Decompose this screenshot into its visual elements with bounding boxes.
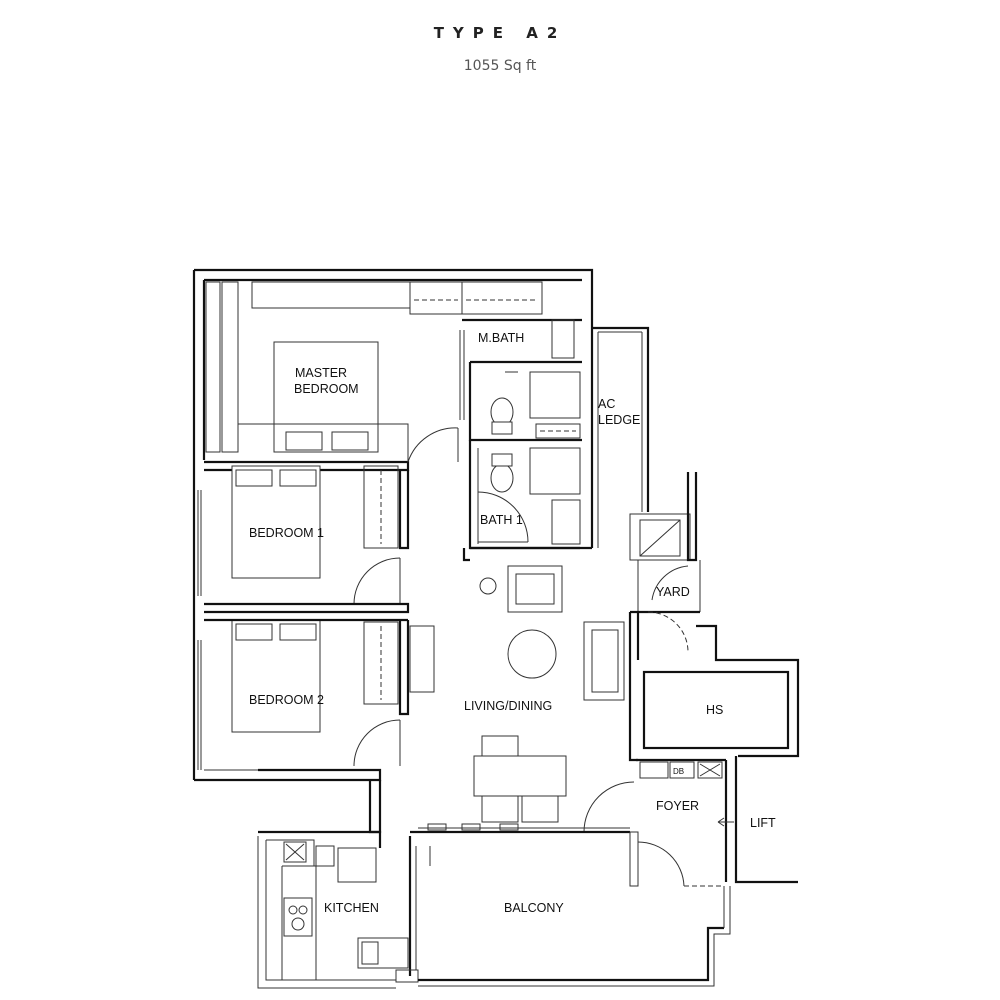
bedroom-1 xyxy=(204,465,410,614)
balcony xyxy=(410,823,731,987)
label-living-dining: LIVING/DINING xyxy=(464,699,552,713)
label-bath-1: BATH 1 xyxy=(480,513,523,527)
label-bedroom-2: BEDROOM 2 xyxy=(249,693,324,707)
label-yard: YARD xyxy=(656,585,690,599)
yard xyxy=(629,472,800,758)
label-master-bedroom-1: MASTER xyxy=(295,366,347,380)
kitchen xyxy=(257,830,419,989)
foyer xyxy=(636,756,798,887)
label-foyer: FOYER xyxy=(656,799,699,813)
master-bedroom xyxy=(204,281,543,472)
label-balcony: BALCONY xyxy=(504,901,564,915)
label-kitchen: KITCHEN xyxy=(324,901,379,915)
master-bathroom xyxy=(462,318,582,442)
label-m-bath: M.BATH xyxy=(478,331,524,345)
living-dining xyxy=(409,565,638,833)
plan-type-title: TYPE A2 xyxy=(433,24,567,42)
label-master-bedroom-2: BEDROOM xyxy=(294,382,359,396)
ac-ledge xyxy=(592,326,650,548)
room-labels: MASTER BEDROOM M.BATH AC LEDGE BEDROOM 1… xyxy=(249,331,776,915)
label-ac-ledge-2: LEDGE xyxy=(598,413,640,427)
label-db: DB xyxy=(673,767,684,776)
label-bedroom-1: BEDROOM 1 xyxy=(249,526,324,540)
label-lift: LIFT xyxy=(750,816,776,830)
bathroom-1 xyxy=(462,440,592,562)
bedroom-2 xyxy=(204,618,410,767)
household-shelter xyxy=(642,670,790,750)
plan-area-label: 1055 Sq ft xyxy=(463,58,537,74)
outer-walls xyxy=(192,268,594,834)
label-hs: HS xyxy=(706,703,723,717)
label-ac-ledge-1: AC xyxy=(598,397,615,411)
